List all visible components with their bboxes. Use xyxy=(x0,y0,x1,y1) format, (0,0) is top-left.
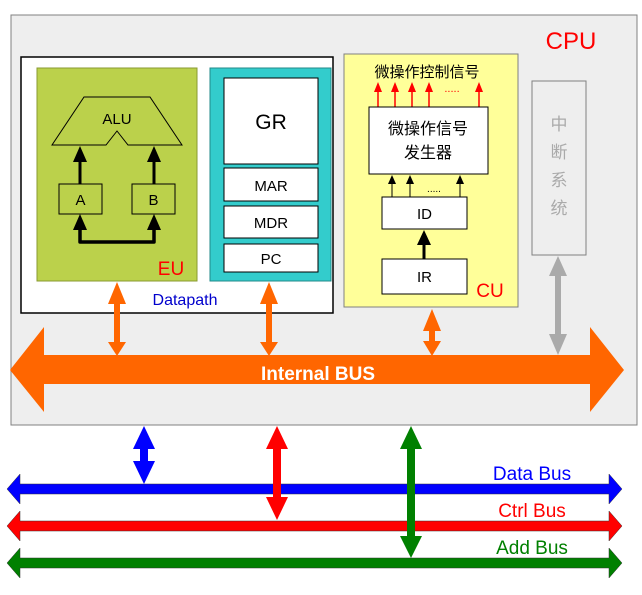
register-a-box xyxy=(58,183,103,215)
ab-feedback-arrow xyxy=(73,214,161,244)
register-a-label: A xyxy=(75,192,85,209)
interrupt-char-3: 系 xyxy=(551,171,568,191)
add-bus-connector xyxy=(400,426,422,558)
register-gr-box xyxy=(223,77,319,165)
generator-label-line1: 微操作信号 xyxy=(388,119,468,138)
ir-to-id-arrow xyxy=(417,230,431,259)
register-mdr-label: MDR xyxy=(254,215,288,232)
instruction-decoder-box xyxy=(381,196,468,230)
register-mdr-box xyxy=(223,205,319,239)
instruction-register-box xyxy=(381,258,468,295)
alu-shape xyxy=(51,96,183,146)
a-to-alu-arrow xyxy=(73,146,87,184)
register-gr-label: GR xyxy=(255,111,287,134)
data-bus-arrow xyxy=(6,473,623,505)
add-bus-label: Add Bus xyxy=(496,538,568,559)
ctrl-bus-arrow xyxy=(6,510,623,542)
register-b-label: B xyxy=(148,192,158,209)
instruction-register-label: IR xyxy=(417,269,432,286)
interrupt-char-2: 断 xyxy=(551,143,568,163)
interrupt-char-1: 中 xyxy=(551,115,568,135)
interrupt-char-4: 统 xyxy=(551,199,568,219)
register-mar-box xyxy=(223,167,319,202)
generator-label-line2: 发生器 xyxy=(404,143,452,162)
register-mar-label: MAR xyxy=(254,178,288,195)
instruction-decoder-label: ID xyxy=(417,206,432,223)
register-pc-label: PC xyxy=(261,251,282,268)
cu-bus-connector xyxy=(423,309,441,356)
interrupt-bus-connector xyxy=(549,256,567,355)
interrupt-system-box xyxy=(531,80,587,256)
id-signal-dots: ..... xyxy=(427,184,441,195)
add-bus-arrow xyxy=(6,547,623,579)
signal-dots: ..... xyxy=(444,83,459,95)
register-pc-box xyxy=(223,243,319,273)
data-bus-connector xyxy=(133,426,155,484)
eu-label: EU xyxy=(158,259,184,280)
register-bus-connector xyxy=(260,282,278,356)
micro-op-signals-title: 微操作控制信号 xyxy=(374,63,479,81)
eu-bus-connector xyxy=(108,282,126,356)
alu-label: ALU xyxy=(102,111,131,128)
micro-op-generator-box xyxy=(368,106,489,175)
ctrl-bus-label: Ctrl Bus xyxy=(498,501,566,522)
internal-bus-arrow xyxy=(10,327,624,412)
cu-label: CU xyxy=(476,281,503,302)
datapath-label: Datapath xyxy=(153,292,218,309)
b-to-alu-arrow xyxy=(147,146,161,184)
id-to-generator-arrows xyxy=(388,175,464,197)
cpu-label: CPU xyxy=(546,28,597,55)
internal-bus-label: Internal BUS xyxy=(261,364,375,385)
data-bus-label: Data Bus xyxy=(493,464,571,485)
ctrl-bus-connector xyxy=(266,426,288,520)
micro-op-signal-arrows xyxy=(374,82,483,107)
register-b-box xyxy=(131,183,176,215)
